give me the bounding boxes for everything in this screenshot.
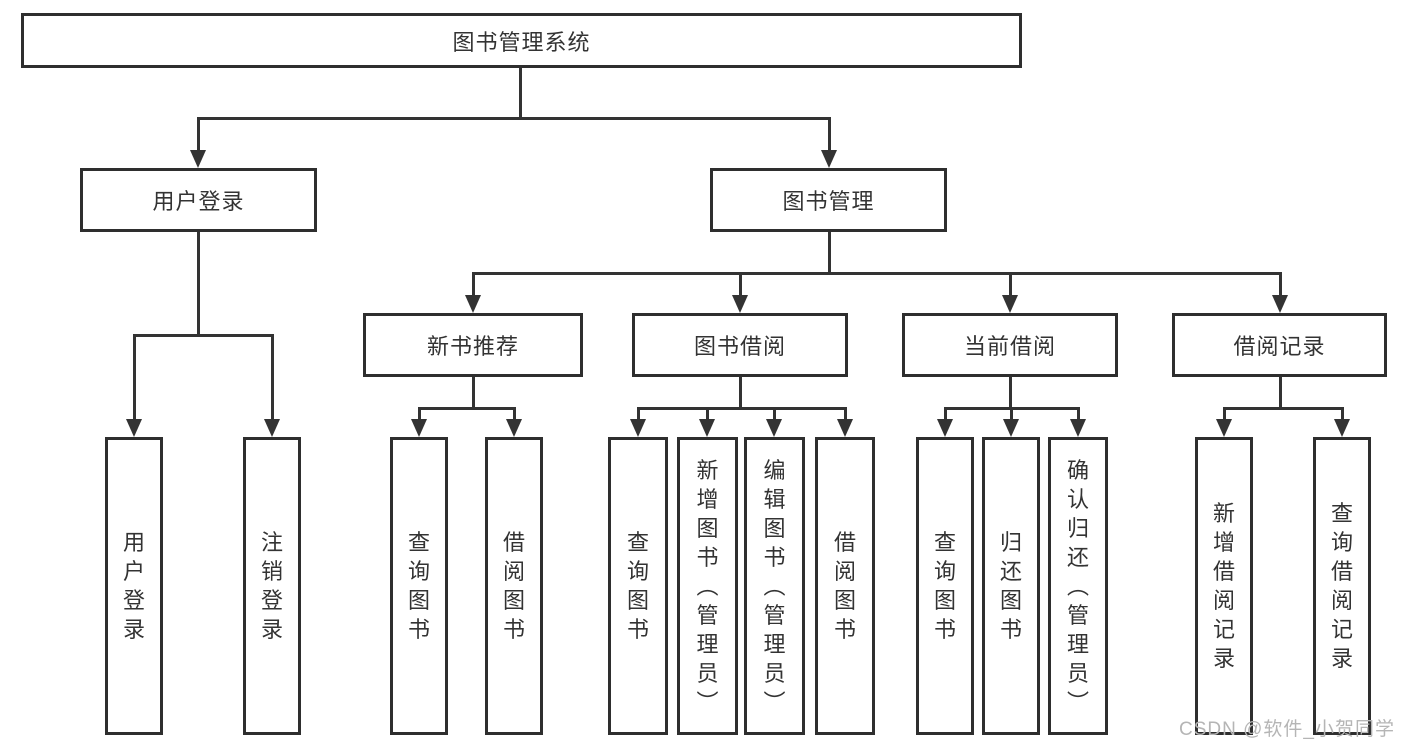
edge-root-stem-line [519, 68, 522, 118]
edge-to-bb-edit-line [773, 407, 776, 421]
arrow-down-icon [732, 295, 748, 313]
node-book-mgmt: 图书管理 [710, 168, 947, 232]
edge-to-cb-query-line [944, 407, 947, 421]
edge-to-book-mgmt-line [828, 117, 831, 152]
edge-to-bb-add-line [706, 407, 709, 421]
leaf-cb-query-books-label: 查询图书 [933, 530, 956, 642]
arrow-down-icon [1070, 419, 1086, 437]
leaf-bb-query-books: 查询图书 [608, 437, 668, 735]
arrow-down-icon [126, 419, 142, 437]
leaf-user-login: 用户登录 [105, 437, 163, 735]
edge-to-cb-return-line [1010, 407, 1013, 421]
leaf-bb-add-books-admin-label: 新增图书︵管理员︶ [696, 457, 719, 715]
edge-to-bb-query-line [637, 407, 640, 421]
edge-root-branch-line [197, 117, 831, 120]
leaf-bb-edit-books-admin: 编辑图书︵管理员︶ [744, 437, 805, 735]
leaf-br-add-record-label: 新增借阅记录 [1212, 501, 1235, 671]
arrow-down-icon [1216, 419, 1232, 437]
edge-new-book-branch-line [418, 407, 515, 410]
edge-to-bb-borrow-line [844, 407, 847, 421]
node-root-label: 图书管理系统 [452, 29, 591, 55]
edge-to-nb-query-line [418, 407, 421, 421]
arrow-down-icon [411, 419, 427, 437]
arrow-down-icon [190, 150, 206, 168]
edge-to-current-borrow-line [1009, 272, 1012, 297]
leaf-bb-edit-books-admin-label: 编辑图书︵管理员︶ [763, 457, 786, 715]
leaf-logout-label: 注销登录 [260, 530, 283, 642]
leaf-nb-query-books-label: 查询图书 [407, 530, 430, 642]
arrow-down-icon [699, 419, 715, 437]
arrow-down-icon [465, 295, 481, 313]
edge-to-borrow-records-line [1279, 272, 1282, 297]
edge-borrow-records-stem-line [1279, 377, 1282, 408]
arrow-down-icon [821, 150, 837, 168]
edge-to-new-book-line [472, 272, 475, 297]
edge-book-mgmt-branch-line [472, 272, 1281, 275]
edge-to-cb-confirm-line [1077, 407, 1080, 421]
leaf-bb-borrow-books-label: 借阅图书 [833, 530, 856, 642]
node-current-borrow: 当前借阅 [902, 313, 1118, 377]
edge-to-br-query-line [1341, 407, 1344, 421]
leaf-cb-confirm-return-admin-label: 确认归还︵管理员︶ [1066, 457, 1089, 715]
arrow-down-icon [630, 419, 646, 437]
leaf-cb-return-books: 归还图书 [982, 437, 1040, 735]
node-new-book-recommend-label: 新书推荐 [426, 334, 519, 359]
edge-to-br-add-line [1223, 407, 1226, 421]
arrow-down-icon [766, 419, 782, 437]
leaf-nb-borrow-books: 借阅图书 [485, 437, 543, 735]
leaf-br-query-record-label: 查询借阅记录 [1330, 501, 1353, 671]
leaf-br-query-record: 查询借阅记录 [1313, 437, 1371, 735]
node-current-borrow-label: 当前借阅 [963, 334, 1056, 359]
leaf-br-add-record: 新增借阅记录 [1195, 437, 1253, 735]
arrow-down-icon [1272, 295, 1288, 313]
edge-book-borrow-branch-line [637, 407, 845, 410]
edge-to-book-borrow-line [739, 272, 742, 297]
leaf-bb-query-books-label: 查询图书 [626, 530, 649, 642]
edge-user-login-stem-line [197, 232, 200, 335]
node-book-borrow: 图书借阅 [632, 313, 848, 377]
leaf-nb-borrow-books-label: 借阅图书 [502, 530, 525, 642]
edge-current-borrow-stem-line [1009, 377, 1012, 408]
edge-book-borrow-stem-line [739, 377, 742, 408]
edge-to-user-login-line [197, 117, 200, 152]
leaf-user-login-label: 用户登录 [122, 530, 145, 642]
edge-to-leaf-logout-line [271, 334, 274, 421]
leaf-bb-borrow-books: 借阅图书 [815, 437, 875, 735]
arrow-down-icon [1334, 419, 1350, 437]
edge-borrow-records-branch-line [1223, 407, 1343, 410]
node-user-login: 用户登录 [80, 168, 317, 232]
arrow-down-icon [837, 419, 853, 437]
node-new-book-recommend: 新书推荐 [363, 313, 583, 377]
leaf-bb-add-books-admin: 新增图书︵管理员︶ [677, 437, 738, 735]
node-book-mgmt-label: 图书管理 [782, 189, 875, 214]
edge-to-leaf-user-login-line [133, 334, 136, 421]
edge-new-book-stem-line [472, 377, 475, 408]
edge-book-mgmt-stem-line [828, 232, 831, 274]
arrow-down-icon [506, 419, 522, 437]
node-root: 图书管理系统 [21, 13, 1022, 68]
edge-user-login-branch-line [133, 334, 273, 337]
node-borrow-records-label: 借阅记录 [1233, 334, 1326, 359]
watermark: CSDN @软件_小贺同学 [1179, 719, 1395, 740]
arrow-down-icon [264, 419, 280, 437]
node-borrow-records: 借阅记录 [1172, 313, 1387, 377]
leaf-cb-return-books-label: 归还图书 [999, 530, 1022, 642]
leaf-logout: 注销登录 [243, 437, 301, 735]
arrow-down-icon [1003, 419, 1019, 437]
leaf-nb-query-books: 查询图书 [390, 437, 448, 735]
arrow-down-icon [937, 419, 953, 437]
leaf-cb-query-books: 查询图书 [916, 437, 974, 735]
arrow-down-icon [1002, 295, 1018, 313]
edge-to-nb-borrow-line [513, 407, 516, 421]
leaf-cb-confirm-return-admin: 确认归还︵管理员︶ [1048, 437, 1108, 735]
node-user-login-label: 用户登录 [152, 189, 245, 214]
node-book-borrow-label: 图书借阅 [693, 334, 786, 359]
